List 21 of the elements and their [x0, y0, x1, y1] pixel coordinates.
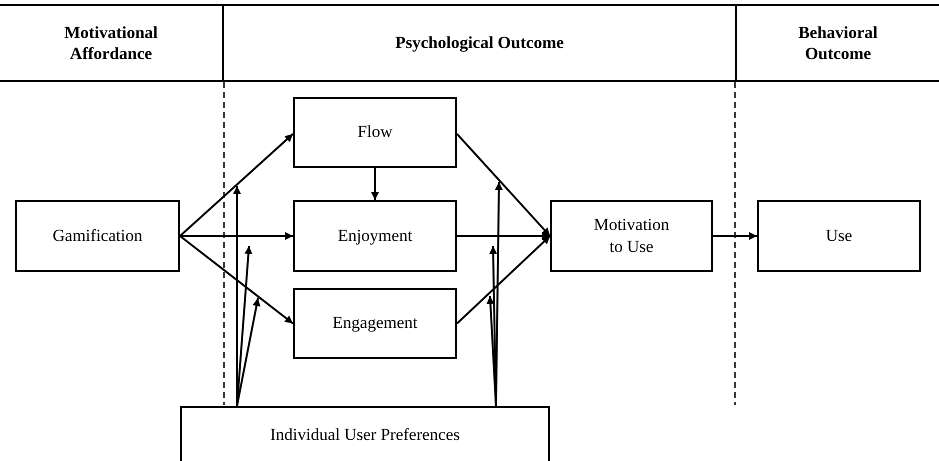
moderating-arrow — [236, 246, 252, 406]
construct-box: Use — [757, 200, 921, 272]
construct-box: Engagement — [293, 288, 457, 359]
moderating-arrow — [236, 298, 260, 406]
arrow — [180, 232, 293, 240]
arrow — [456, 133, 551, 237]
column-heading: Motivational Affordance — [0, 4, 222, 82]
construct-box: Enjoyment — [293, 200, 457, 272]
arrow — [179, 133, 294, 237]
construct-box: Motivation to Use — [550, 200, 713, 272]
construct-box: Flow — [293, 97, 457, 168]
arrow — [457, 232, 550, 240]
moderator-box: Individual User Preferences — [180, 406, 550, 461]
moderating-arrow — [486, 296, 497, 406]
arrow — [371, 168, 379, 200]
column-heading: Behavioral Outcome — [735, 4, 939, 82]
arrow — [456, 235, 551, 324]
arrow — [179, 235, 294, 324]
construct-box: Gamification — [15, 200, 180, 272]
arrow — [713, 232, 757, 240]
column-heading: Psychological Outcome — [222, 4, 735, 82]
